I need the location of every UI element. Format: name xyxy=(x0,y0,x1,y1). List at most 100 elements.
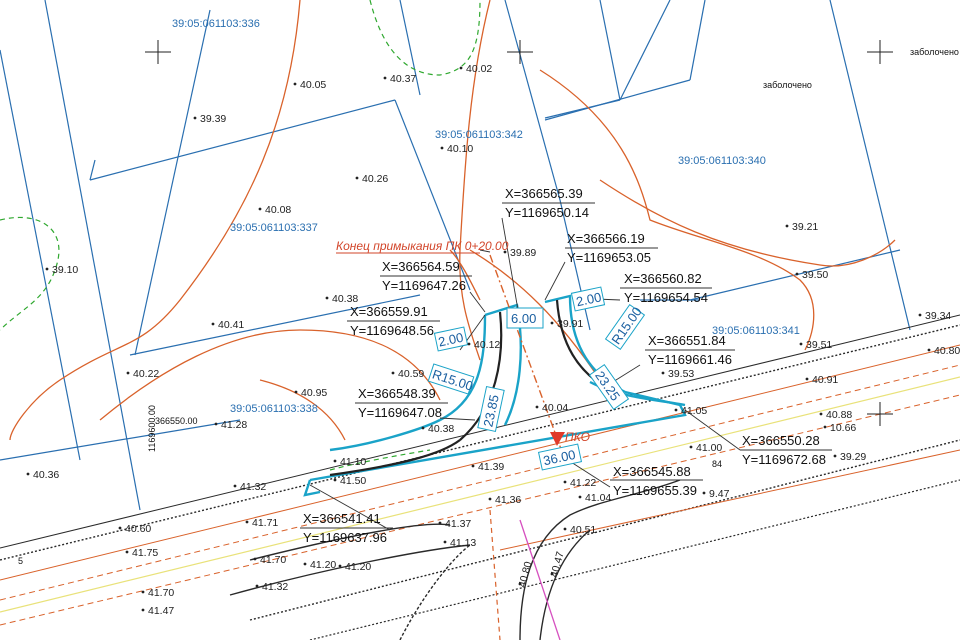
elevation-label: 40.12 xyxy=(474,339,500,351)
grid-x-label: 366550.00 xyxy=(155,416,198,426)
fence-label: заболочено xyxy=(763,80,812,90)
elevation-label: 39.29 xyxy=(840,451,866,463)
elevation-dot xyxy=(303,562,307,566)
elevation-label: 41.20 xyxy=(310,559,336,571)
elevation-label: 40.60 xyxy=(125,523,151,535)
elevation-dot xyxy=(118,526,122,530)
fence-label: заболочено xyxy=(910,47,959,57)
elevation-label: 39.34 xyxy=(925,310,951,322)
misc-number: 5 xyxy=(18,556,23,566)
elevation-label: 10.66 xyxy=(830,422,856,434)
dashed-orange xyxy=(489,509,501,640)
elevation-dot xyxy=(421,426,425,430)
coord-x: X=366541.41 xyxy=(303,511,381,526)
coord-y: Y=1169637.96 xyxy=(303,530,387,545)
coord-y: Y=1169650.14 xyxy=(505,205,589,220)
leader-lines xyxy=(309,217,741,531)
elevation-dot xyxy=(258,207,262,211)
junction-end-label: Конец примыкания ПК 0+20.00 xyxy=(336,239,509,253)
coord-x: X=366565.39 xyxy=(505,186,583,201)
coord-y: Y=1169654.54 xyxy=(624,290,708,305)
elevation-label: 40.59 xyxy=(398,368,424,380)
lower-curbs xyxy=(229,479,681,640)
elevation-label: 41.04 xyxy=(585,492,611,504)
elevation-label: 40.05 xyxy=(300,79,326,91)
elevation-label: 39.39 xyxy=(200,113,226,125)
elevation-label: 41.50 xyxy=(340,475,366,487)
road-width-label: 6.00 xyxy=(511,311,536,326)
elevation-label: 40.80 xyxy=(516,560,534,589)
coord-x: X=366559.91 xyxy=(350,304,428,319)
elevation-label: 9.47 xyxy=(709,488,730,500)
elevation-dot xyxy=(518,582,522,586)
elevation-label: 40.51 xyxy=(570,524,596,536)
elevation-label: 39.10 xyxy=(52,264,78,276)
elevation-label: 40.91 xyxy=(812,374,838,386)
elevation-dot xyxy=(383,76,387,80)
elevation-dot xyxy=(245,520,249,524)
parcel-label: 39:05:061103:338 xyxy=(230,403,318,415)
elevation-dot xyxy=(467,342,471,346)
elevation-dot xyxy=(550,321,554,325)
elevation-label: 40.95 xyxy=(301,387,327,399)
elevation-dot xyxy=(702,491,706,495)
elevation-label: 41.05 xyxy=(681,405,707,417)
elevation-dot xyxy=(141,590,145,594)
elevation-dot xyxy=(563,527,567,531)
elevation-dot xyxy=(26,472,30,476)
elevation-dot xyxy=(785,224,789,228)
elevation-dot xyxy=(805,377,809,381)
elevation-dot xyxy=(578,495,582,499)
elevation-label: 40.38 xyxy=(332,293,358,305)
coord-x: X=366548.39 xyxy=(358,386,436,401)
elevation-dot xyxy=(294,390,298,394)
elevation-label: 41.20 xyxy=(345,561,371,573)
coord-y: Y=1169653.05 xyxy=(567,250,651,265)
elevation-dot xyxy=(927,348,931,352)
dimension-boxes xyxy=(427,286,646,471)
elevation-dot xyxy=(214,422,218,426)
elevation-label: 40.36 xyxy=(33,469,59,481)
parcel-label: 39:05:061103:342 xyxy=(435,129,523,141)
elevation-label: 39.50 xyxy=(802,269,828,281)
coord-x: X=366564.59 xyxy=(382,259,460,274)
elevation-dot xyxy=(253,557,257,561)
elevation-dot xyxy=(391,371,395,375)
elevation-label: 41.70 xyxy=(260,554,286,566)
elevation-label: 41.70 xyxy=(148,587,174,599)
elevation-label: 40.26 xyxy=(362,173,388,185)
elevation-dot xyxy=(918,313,922,317)
parcel-label: 39:05:061103:336 xyxy=(172,18,260,30)
elevation-dot xyxy=(799,342,803,346)
elevation-label: 41.37 xyxy=(445,518,471,530)
elevation-dot xyxy=(126,371,130,375)
elevation-dot xyxy=(550,572,554,576)
elevation-label: 40.38 xyxy=(428,423,454,435)
elevation-dot xyxy=(689,445,693,449)
elevation-label: 40.02 xyxy=(466,63,492,75)
elevation-dot xyxy=(563,480,567,484)
elevation-dot xyxy=(293,82,297,86)
elevation-dot xyxy=(333,478,337,482)
elevation-dot xyxy=(355,176,359,180)
elevation-label: 41.13 xyxy=(450,537,476,549)
elevation-label: 41.71 xyxy=(252,517,278,529)
elevation-label: 41.22 xyxy=(570,477,596,489)
elevation-dot xyxy=(333,459,337,463)
coord-y: Y=1169655.39 xyxy=(613,483,697,498)
elevation-dot xyxy=(338,564,342,568)
elevation-dot xyxy=(255,584,259,588)
axis-line xyxy=(489,254,566,461)
elevation-label: 39.89 xyxy=(510,247,536,259)
main-road xyxy=(0,314,960,640)
elevation-label: 41.32 xyxy=(240,481,266,493)
elevation-dot xyxy=(823,425,827,429)
elevation-label: 41.36 xyxy=(495,494,521,506)
elevation-dot xyxy=(661,371,665,375)
elevation-label: 40.88 xyxy=(826,409,852,421)
elevation-label: 39.53 xyxy=(668,368,694,380)
elevation-dot xyxy=(459,66,463,70)
coord-x: X=366545.88 xyxy=(613,464,691,479)
